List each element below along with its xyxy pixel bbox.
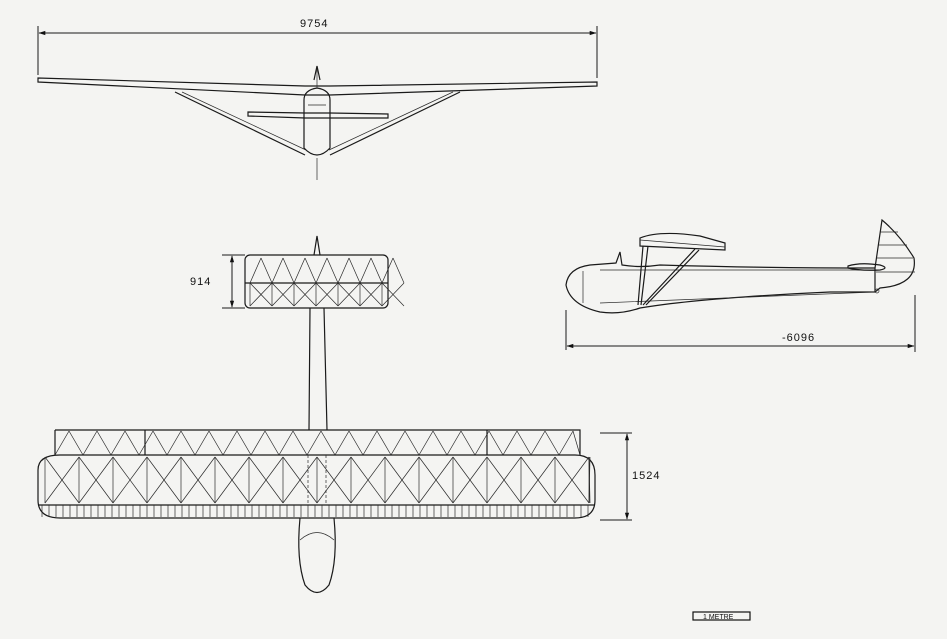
tailplane-dimension: 914 <box>190 254 245 309</box>
side-view <box>565 218 915 314</box>
length-label: -6096 <box>782 332 815 344</box>
scale-bar[interactable]: 1 METRE <box>692 611 751 621</box>
front-view <box>37 65 598 180</box>
tailplane-chord-label: 914 <box>190 276 211 288</box>
plan-view <box>37 235 596 594</box>
wing-chord-label: 1524 <box>632 470 660 482</box>
span-label: 9754 <box>300 18 328 30</box>
length-dimension: -6096 <box>565 295 916 352</box>
wing-chord-dimension: 1524 <box>600 432 660 521</box>
scale-bar-label: 1 METRE <box>703 614 734 621</box>
span-dimension: 9754 <box>37 18 598 78</box>
